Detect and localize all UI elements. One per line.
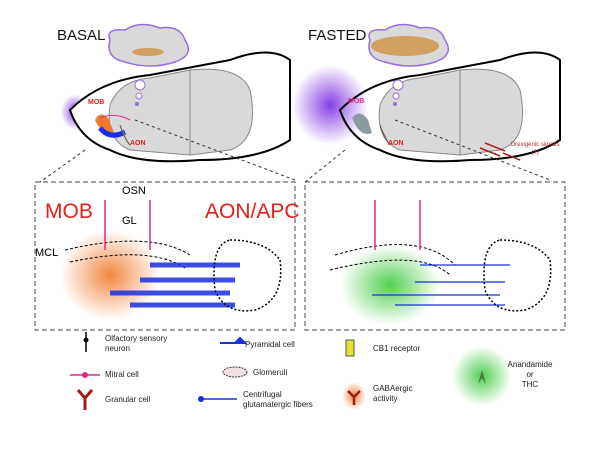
fasted-nose-glow bbox=[292, 65, 368, 145]
basal-title: BASAL bbox=[57, 27, 106, 44]
basal-inset-circuit bbox=[60, 200, 282, 320]
basal-brain-cerebellum bbox=[189, 68, 253, 156]
fasted-mouse bbox=[292, 23, 561, 183]
thought-bubble bbox=[392, 79, 404, 91]
legend-gabaergic-line1: GABAergic bbox=[373, 384, 413, 393]
basal-aon-shape bbox=[119, 124, 131, 146]
legend-glomeruli: Glomeruli bbox=[253, 368, 288, 377]
legend-icons bbox=[70, 332, 512, 410]
glomeruli-icon bbox=[222, 366, 248, 378]
legend-gabaergic: GABAergic activity bbox=[373, 384, 413, 404]
orexigenic-label: Orexigenic signals (?) bbox=[500, 141, 570, 157]
fasted-inset-circuit bbox=[329, 200, 552, 325]
fasted-mob-label: MOB bbox=[348, 98, 365, 105]
fasted-food-pellets bbox=[371, 36, 439, 56]
aon-apc-region bbox=[213, 239, 282, 312]
thought-bubble bbox=[135, 102, 139, 106]
legend-cb1-receptor: CB1 receptor bbox=[373, 344, 421, 353]
legend-centrifugal-line1: Centrifugal bbox=[243, 390, 282, 399]
basal-mob-label: MOB bbox=[88, 99, 105, 106]
basal-mouse bbox=[39, 23, 296, 183]
mcl-label: MCL bbox=[35, 247, 59, 259]
gabaergic-glow bbox=[60, 230, 160, 320]
basal-mob-shape bbox=[95, 114, 115, 136]
basal-thought-cloud bbox=[108, 23, 190, 67]
gl-label: GL bbox=[122, 215, 137, 227]
thought-bubble bbox=[134, 79, 146, 91]
thought-bubble bbox=[393, 102, 397, 106]
legend-pyramidal-cell: Pyramidal cell bbox=[245, 340, 295, 349]
orexigenic-line1: Orexigenic signals bbox=[510, 142, 560, 148]
fasted-aon-label: AON bbox=[388, 140, 404, 147]
legend-gabaergic-line2: activity bbox=[373, 394, 398, 403]
basal-aon-label: AON bbox=[130, 140, 146, 147]
cannabis-leaf-icon bbox=[478, 370, 486, 384]
orexigenic-arrows bbox=[479, 142, 521, 161]
inset-aon-apc-label: AON/APC bbox=[205, 200, 300, 223]
fasted-head-outline bbox=[338, 51, 561, 163]
basal-food-pellets bbox=[132, 48, 164, 56]
basal-inset-box bbox=[34, 181, 296, 331]
thought-bubble bbox=[392, 92, 400, 100]
legend-anandamide-line3: THC bbox=[521, 380, 539, 389]
legend-anandamide: Anandamide or THC bbox=[500, 360, 560, 390]
legend-anandamide-line1: Anandamide bbox=[507, 360, 553, 369]
thought-bubble bbox=[135, 92, 143, 100]
fasted-mob-shape bbox=[352, 113, 372, 134]
legend-osn: Olfactory sensory neuron bbox=[105, 334, 167, 354]
legend-anandamide-line2: or bbox=[526, 370, 534, 379]
fasted-aon-shape bbox=[379, 124, 391, 146]
cb1-receptor-icon bbox=[345, 339, 355, 357]
pyramidal-cell-icon bbox=[220, 336, 248, 344]
legend-granular-cell: Granular cell bbox=[105, 395, 151, 404]
fasted-aon-apc-region bbox=[483, 239, 552, 312]
legend-centrifugal: Centrifugal glutamatergic fibers bbox=[243, 390, 313, 410]
legend-osn-line1: Olfactory sensory bbox=[105, 334, 168, 343]
osn-label: OSN bbox=[122, 185, 146, 197]
orexigenic-line2: (?) bbox=[531, 150, 539, 156]
legend-mitral-cell: Mitral cell bbox=[105, 370, 139, 379]
fasted-brain-cerebellum bbox=[459, 68, 523, 156]
anandamide-glow bbox=[340, 245, 440, 325]
granular-cell-icon bbox=[76, 389, 94, 410]
legend-osn-line2: neuron bbox=[105, 344, 130, 353]
fasted-inset-box bbox=[304, 181, 566, 331]
fasted-title: FASTED bbox=[308, 27, 367, 44]
legend-centrifugal-line2: glutamatergic fibers bbox=[243, 400, 313, 409]
inset-mob-label: MOB bbox=[45, 200, 93, 223]
